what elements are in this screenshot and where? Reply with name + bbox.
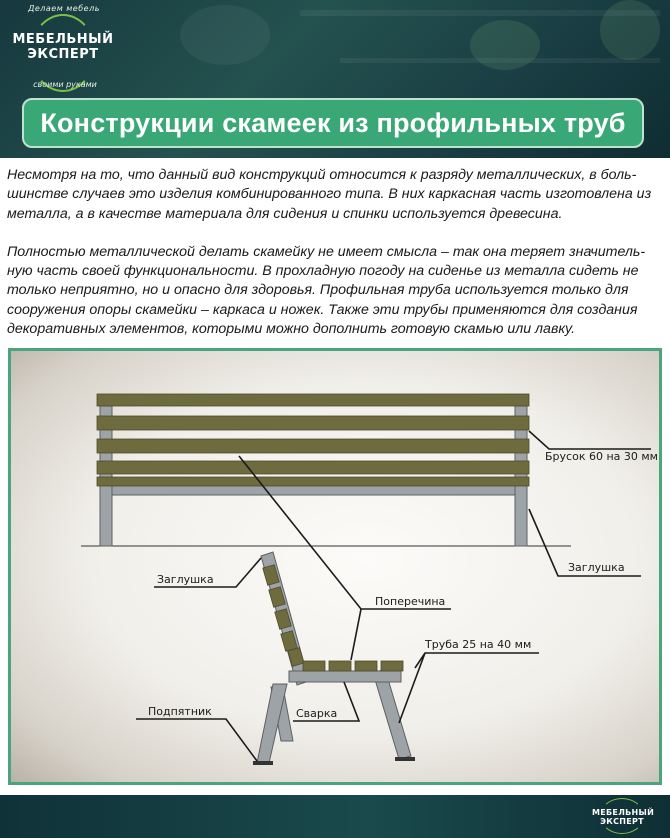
footer-banner: МЕБЕЛЬНЫЙ ЭКСПЕРТ: [0, 795, 670, 838]
footer-logo-ring-icon: [600, 798, 644, 834]
label-plug-left: Заглушка: [157, 573, 214, 586]
logo-tagline-bottom: своими руками: [33, 80, 97, 89]
title-bar: Конструкции скамеек из профильных труб: [22, 98, 644, 148]
foot-leader: [136, 718, 258, 762]
seat-slat: [328, 660, 352, 672]
paragraph: Полностью металлической делать скамейку …: [7, 243, 646, 338]
background-lamp: [180, 5, 270, 65]
back-slat: [274, 608, 292, 630]
label-plug-right: Заглушка: [568, 561, 625, 574]
background-shelf: [300, 10, 660, 16]
header-banner: Делаем мебель МЕБЕЛЬНЫЙ ЭКСПЕРТ своими р…: [0, 0, 670, 158]
side-view-bench: [253, 551, 415, 765]
plug-right-leader: [528, 508, 641, 577]
seat-slat: [380, 660, 404, 672]
seat-tube: [288, 670, 402, 683]
logo-ring-icon: [30, 14, 96, 92]
front-view-bench: [81, 393, 571, 547]
background-plant: [470, 20, 540, 70]
wood-slat: [96, 415, 530, 431]
logo-name-line2: ЭКСПЕРТ: [27, 47, 99, 62]
bench-diagram: Брусок 60 на 30 мм Заглушка Заглушка Поп…: [8, 348, 662, 785]
wood-slat: [96, 460, 530, 475]
background-shelf: [340, 58, 660, 63]
bench-diagram-svg: Брусок 60 на 30 мм Заглушка Заглушка Поп…: [81, 393, 658, 765]
wood-slat: [96, 393, 530, 407]
back-slat: [262, 564, 280, 586]
bar-leader: [528, 430, 651, 450]
page-title: Конструкции скамеек из профильных труб: [40, 107, 626, 138]
logo-name-line1: МЕБЕЛЬНЫЙ: [12, 32, 114, 47]
seat-slat: [302, 660, 326, 672]
wood-slat: [96, 438, 530, 454]
paragraph: Несмотря на то, что данный вид конструкц…: [7, 167, 652, 222]
label-crossbar: Поперечина: [375, 595, 445, 608]
crossbar-leader-b: [350, 608, 362, 661]
back-slat: [287, 647, 305, 667]
weld-leader: [293, 681, 361, 722]
background-plant: [600, 0, 660, 60]
footer-logo[interactable]: МЕБЕЛЬНЫЙ ЭКСПЕРТ: [592, 798, 654, 834]
foot-pad: [395, 757, 415, 761]
article-text: Несмотря на то, что данный вид конструкц…: [7, 166, 663, 339]
pipe-leader-b: [398, 652, 426, 724]
wood-slat: [96, 476, 530, 487]
seat-slat: [354, 660, 378, 672]
foot-pad: [253, 761, 273, 765]
logo-tagline-top: Делаем мебель: [28, 4, 100, 13]
pipe-leader-a: [414, 652, 539, 669]
site-logo[interactable]: Делаем мебель МЕБЕЛЬНЫЙ ЭКСПЕРТ своими р…: [8, 2, 118, 92]
plug-left-leader: [154, 557, 262, 588]
label-pipe: Труба 25 на 40 мм: [424, 638, 531, 651]
leader-lines: [136, 430, 651, 762]
label-foot: Подпятник: [148, 705, 212, 718]
back-slat: [268, 586, 286, 608]
label-weld: Сварка: [296, 707, 337, 720]
label-bar: Брусок 60 на 30 мм: [545, 450, 658, 463]
